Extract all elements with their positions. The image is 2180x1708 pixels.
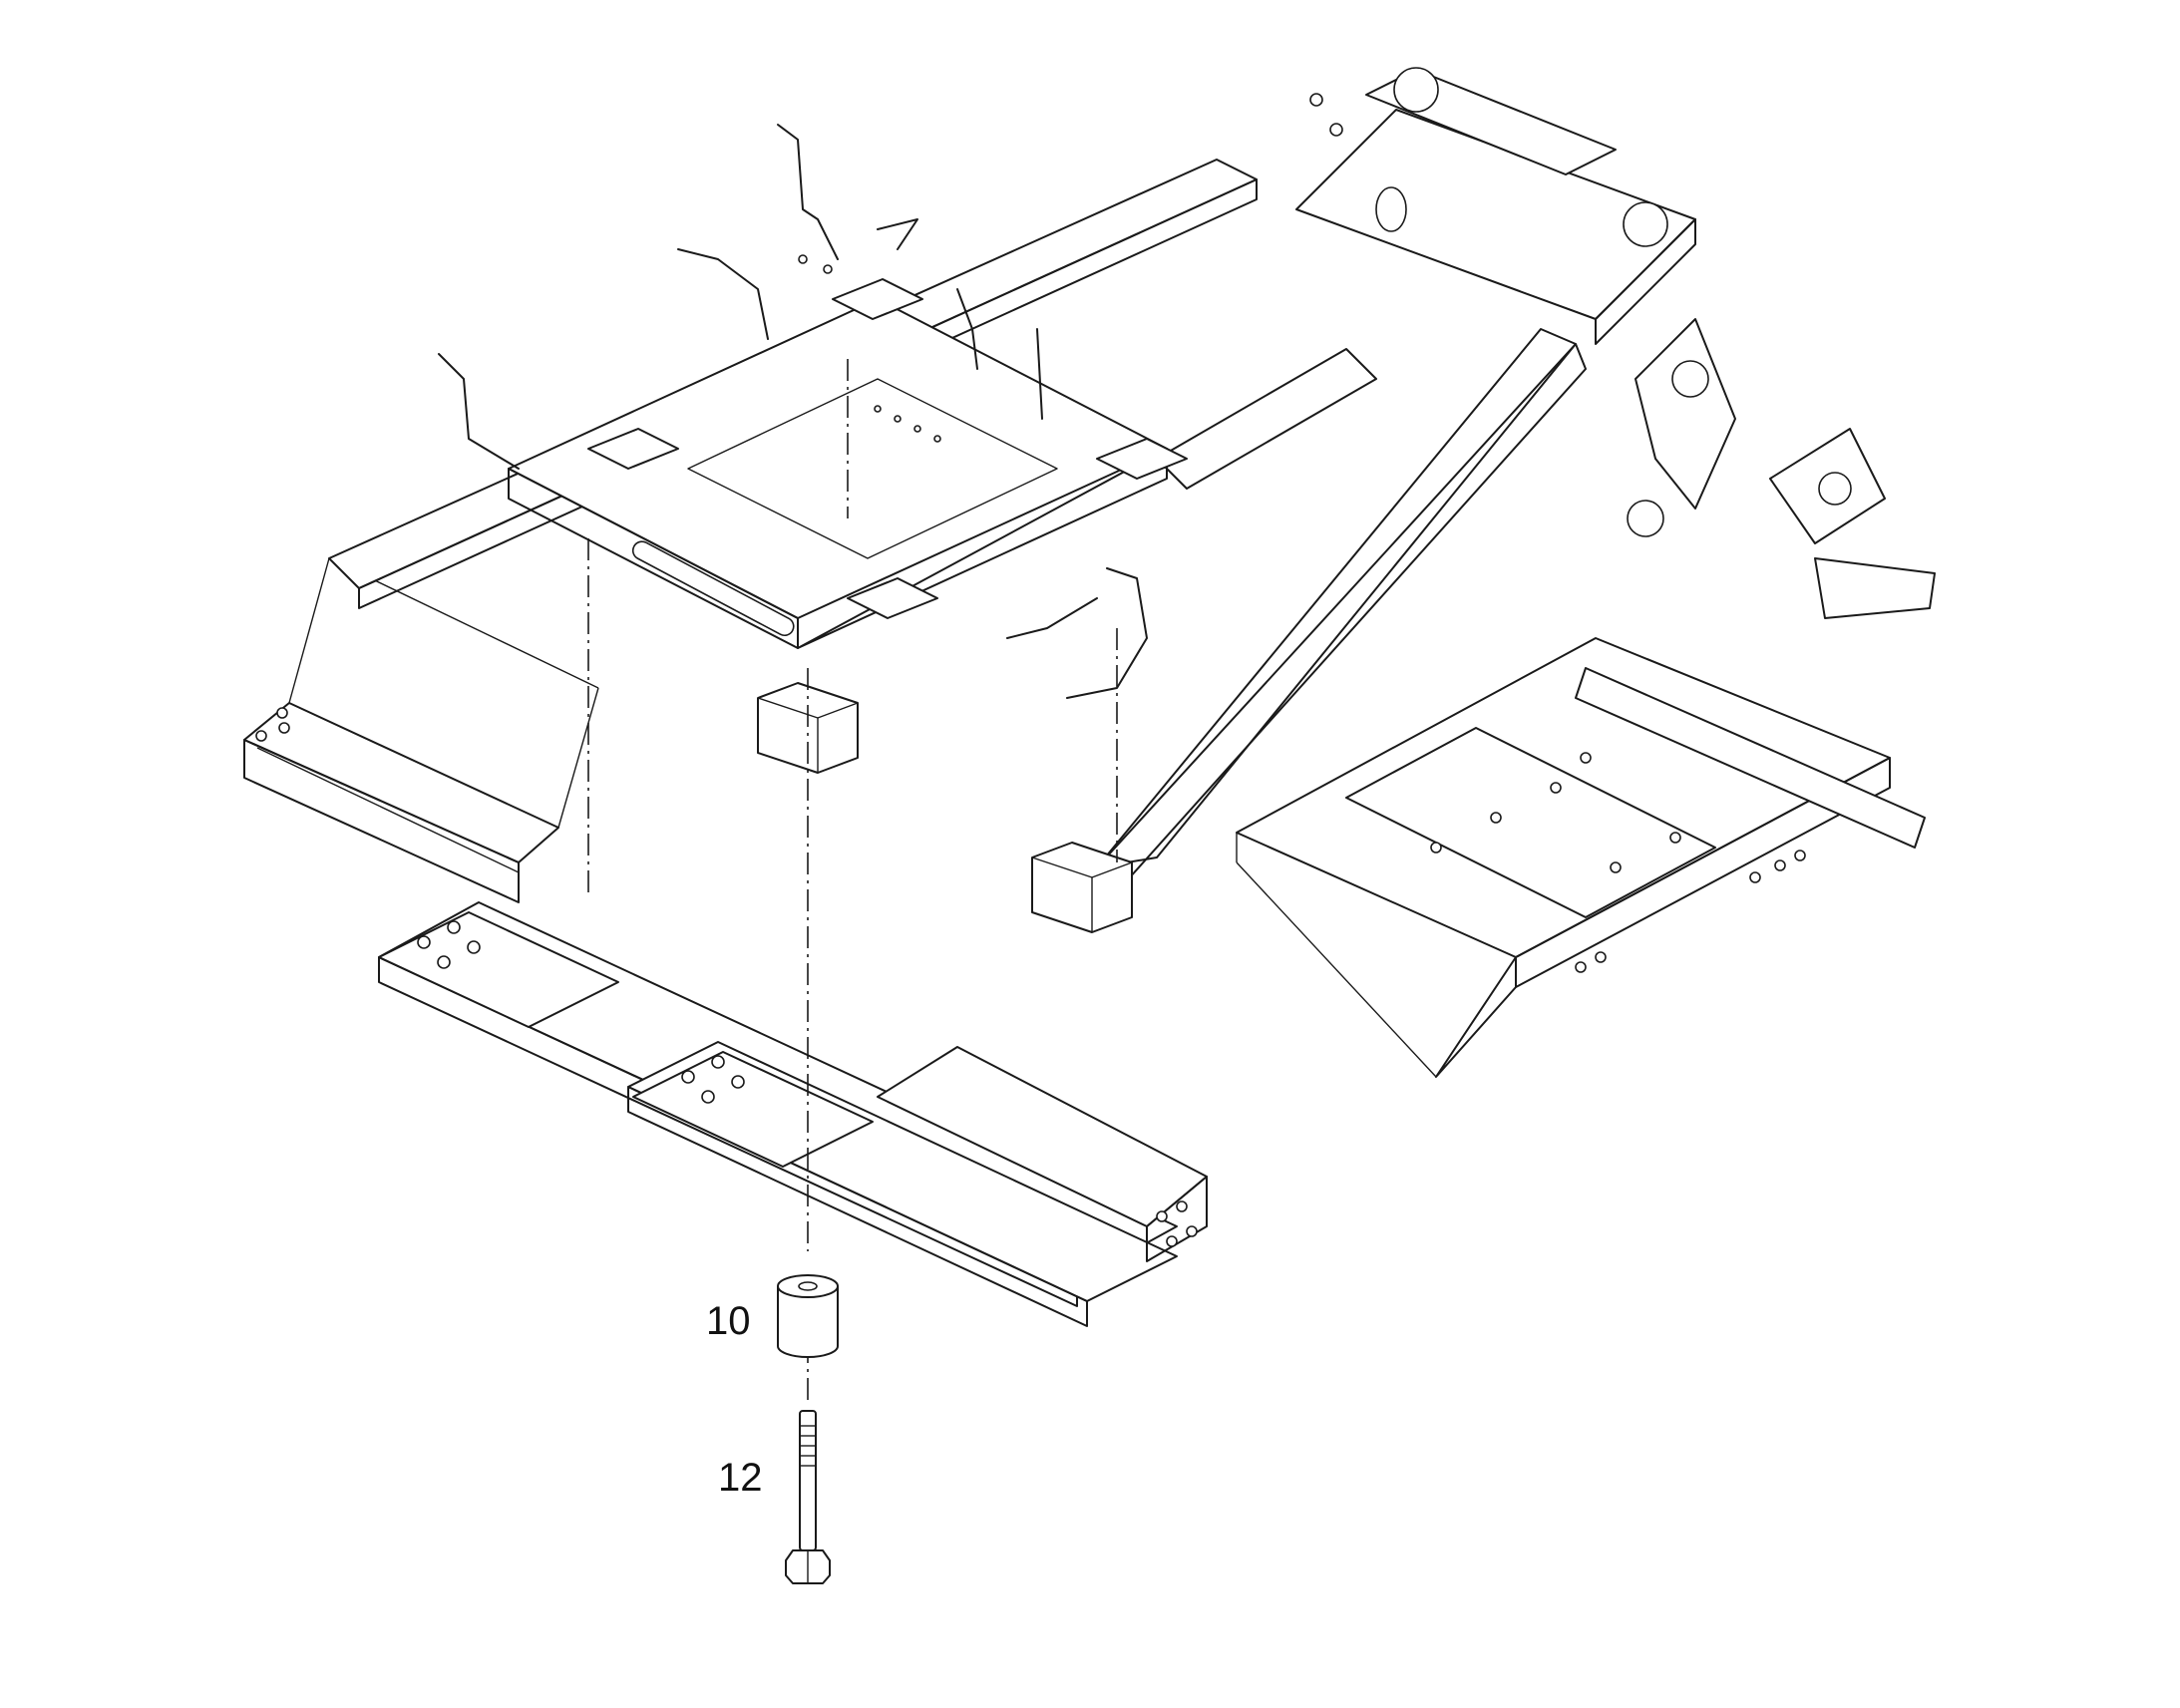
cab-support-frame	[438, 124, 1188, 699]
hex-bolt-part-12	[785, 1410, 831, 1584]
callout-label-10: 10	[706, 1299, 751, 1343]
mount-blocks	[757, 682, 1133, 933]
spacer-sleeve-part-10	[777, 1274, 839, 1358]
chassis-frame	[243, 67, 1936, 1327]
callout-label-12: 12	[718, 1456, 763, 1500]
